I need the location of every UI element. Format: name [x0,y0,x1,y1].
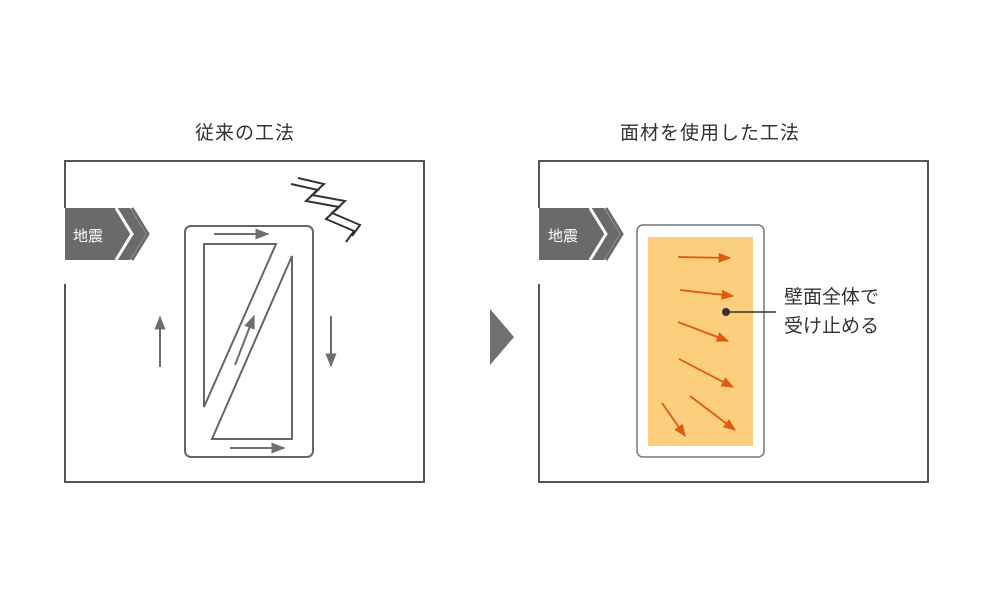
board-surface [648,237,753,446]
orange-force-arrows [661,252,737,438]
callout-note-line1: 壁面全体で [784,286,880,308]
left-panel [64,160,425,483]
panel-method-title: 面材を使用した工法 [619,122,800,144]
earthquake-badge-left [65,207,150,261]
lightning-icon [290,177,362,243]
earthquake-badge-right [539,207,624,261]
conventional-method-title: 従来の工法 [194,122,295,144]
gray-force-arrows [154,228,337,454]
earthquake-label-right: 地震 [548,227,579,245]
callout-note: 壁面全体で 受け止める [784,283,879,341]
next-arrow-icon [490,309,514,365]
arrow-diagonal [234,314,255,366]
right-panel [538,160,929,483]
conventional-frame [184,225,314,458]
left-panel-border [64,160,425,483]
earthquake-label-left: 地震 [73,227,104,245]
right-panel-border [538,160,929,483]
callout-pointer [722,308,776,316]
panel-board [636,224,765,458]
callout-note-line2: 受け止める [784,315,880,337]
